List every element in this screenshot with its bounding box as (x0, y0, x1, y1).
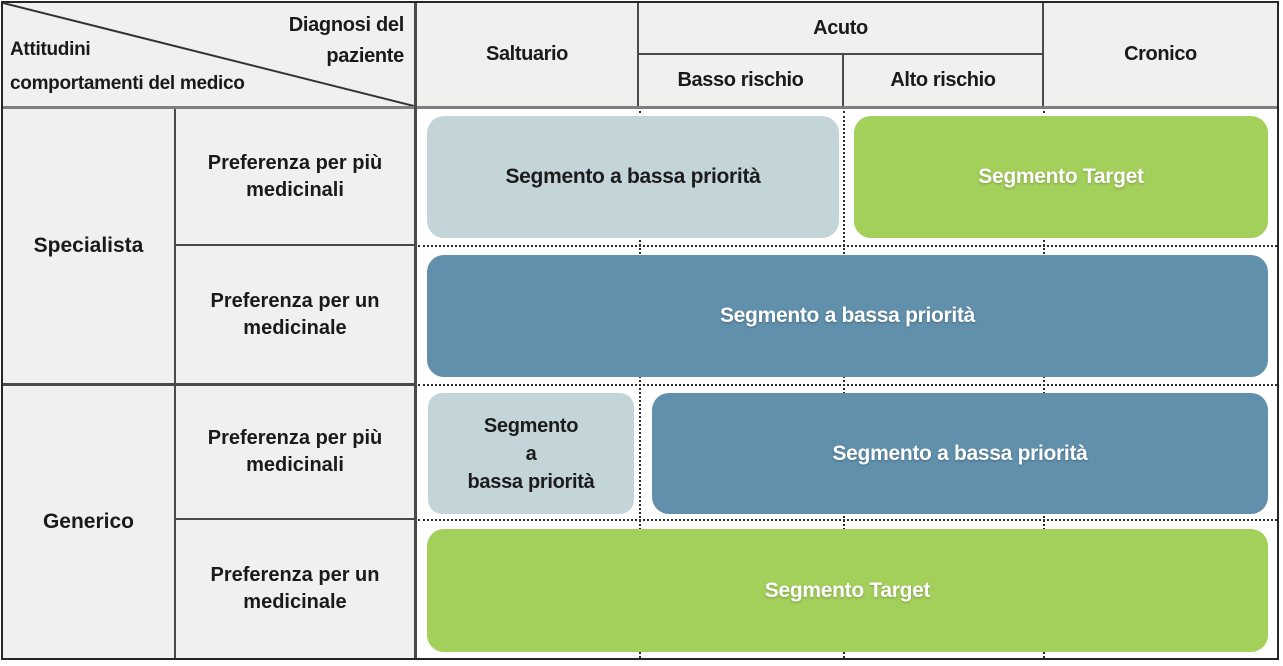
axis-divider-vertical (414, 3, 417, 658)
acuto-subheader-line (638, 53, 1044, 55)
segment-box-generico-un-target: Segmento Target (427, 529, 1268, 652)
segment-box-generico-piu-rest-low-priority: Segmento a bassa priorità (652, 393, 1268, 514)
segment-line-3: bassa priorità (467, 470, 595, 493)
row-header-specialista: Specialista (33, 234, 144, 257)
row-subheader-specialista-preferenza-un: Preferenza per un medicinale (210, 289, 380, 339)
segment-box-generico-piu-saltuario-low-priority: Segmento a bassa priorità (428, 393, 634, 514)
segment-box-specialista-un-low-priority: Segmento a bassa priorità (427, 255, 1268, 377)
corner-diagonal-line (3, 3, 414, 106)
segment-line-2: a (525, 442, 537, 465)
specialista-subrow-divider (176, 244, 414, 246)
col-header-saltuario: Saltuario (486, 43, 568, 65)
generico-subrow-divider (176, 518, 414, 520)
col-header-acuto: Acuto (813, 16, 868, 39)
row-subheader-generico-preferenza-un: Preferenza per un medicinale (210, 564, 380, 613)
row-header-generico: Generico (42, 510, 135, 533)
col-header-cronico: Cronico (1124, 43, 1197, 65)
corner-column-axis-line2: paziente (326, 45, 404, 67)
segment-box-specialista-piu-target: Segmento Target (854, 116, 1268, 238)
col-header-alto-rischio: Alto rischio (890, 69, 996, 91)
specialista-generico-divider (3, 383, 414, 386)
col-divider-basso-alto (842, 54, 844, 106)
corner-row-axis-line1: Attitudini (10, 39, 91, 60)
corner-row-axis-line2: comportamenti del medico (10, 73, 245, 94)
header-bottom-line (3, 106, 1277, 109)
corner-column-axis-label: Diagnosi del paziente (184, 10, 405, 72)
row-subheader-specialista-preferenza-piu: Preferenza per più medicinali (207, 151, 383, 201)
corner-row-axis-label: Attitudini comportamenti del medico (10, 33, 245, 101)
dashed-grid-line-horizontal-3 (418, 519, 1277, 521)
corner-column-axis-line1: Diagnosi del (288, 14, 405, 36)
segment-line-1: Segmento (483, 414, 579, 437)
dashed-grid-line-horizontal-1 (418, 245, 1277, 247)
corner-cell: Diagnosi del paziente Attitudini comport… (3, 3, 414, 106)
segment-box-specialista-piu-low-priority: Segmento a bassa priorità (427, 116, 839, 238)
row-subheader-generico-preferenza-piu: Preferenza per più medicinali (207, 427, 383, 476)
col-header-basso-rischio: Basso rischio (677, 69, 804, 91)
dashed-grid-line-horizontal-2 (418, 384, 1277, 386)
